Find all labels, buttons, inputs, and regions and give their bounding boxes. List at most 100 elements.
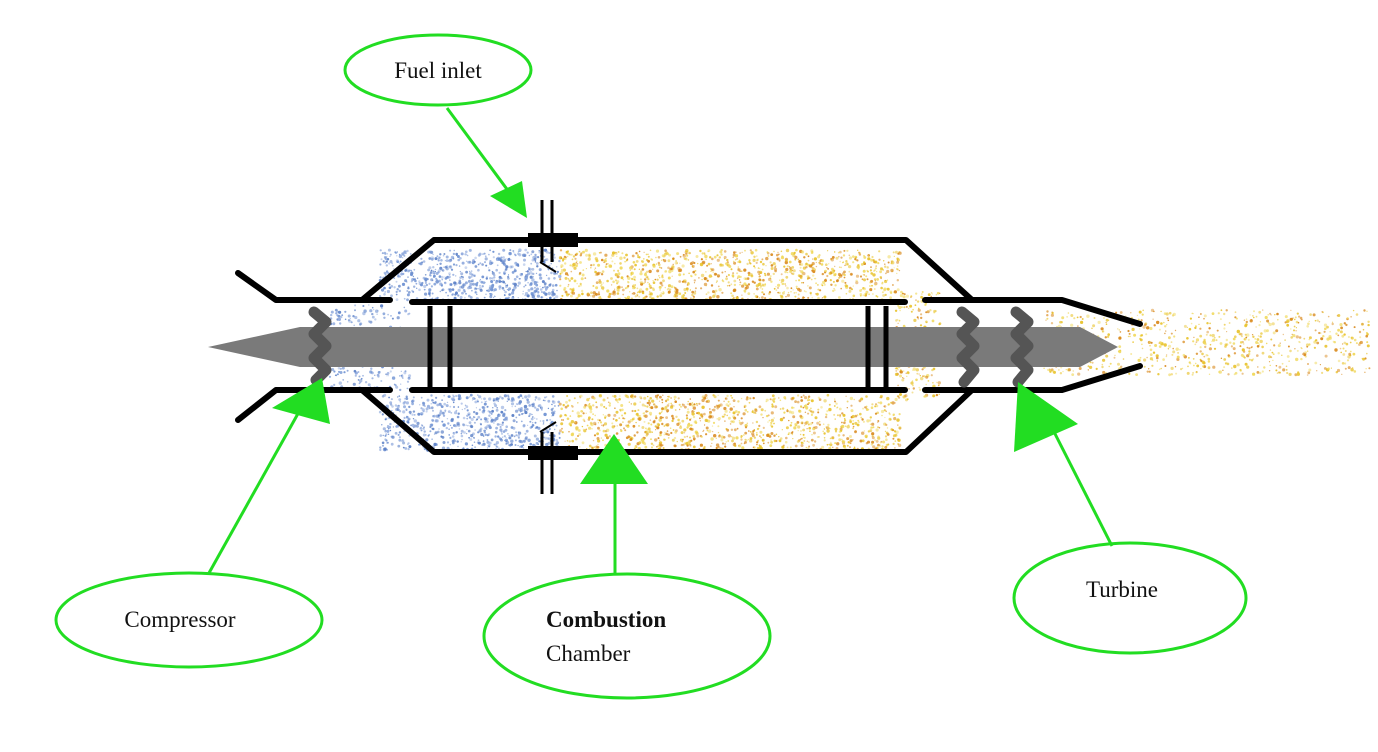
particle [735, 436, 739, 440]
particle [480, 280, 484, 284]
particle [514, 444, 517, 446]
particle [352, 382, 356, 386]
particle [805, 407, 809, 410]
particle [1339, 323, 1343, 327]
particle [1313, 340, 1317, 344]
particle [731, 294, 734, 298]
particle [872, 293, 874, 295]
particle [738, 279, 741, 281]
particle [1153, 324, 1156, 327]
particle [667, 276, 671, 280]
particle [579, 446, 581, 448]
particle [462, 278, 464, 280]
particle [1165, 355, 1168, 358]
particle [469, 424, 473, 428]
particle [504, 439, 506, 442]
particle [894, 309, 898, 312]
particle [925, 383, 927, 386]
particle [408, 377, 410, 379]
particle [931, 319, 935, 323]
particle [1154, 344, 1158, 347]
particle [726, 414, 728, 417]
particle [691, 404, 694, 407]
particle [1049, 370, 1052, 373]
combustion-chamber-label-line2: Chamber [546, 641, 631, 666]
particle [1211, 340, 1213, 342]
particle [1259, 321, 1261, 323]
particle [697, 262, 699, 265]
particle [475, 412, 479, 415]
particle [405, 408, 408, 411]
particle [484, 261, 486, 264]
particle [689, 418, 692, 421]
particle [720, 253, 723, 256]
particle [1246, 333, 1250, 337]
particle [818, 420, 821, 423]
particle [450, 417, 454, 421]
particle [457, 412, 460, 415]
particle [411, 399, 414, 403]
particle [514, 254, 517, 257]
particle [526, 251, 529, 254]
particle [902, 324, 906, 328]
particle [492, 250, 495, 253]
particle [938, 393, 940, 395]
particle [607, 295, 610, 299]
particle [1350, 368, 1354, 372]
particle [756, 441, 759, 444]
particle [681, 294, 684, 298]
particle [489, 293, 493, 296]
particle [1340, 326, 1343, 330]
particle [886, 433, 890, 436]
particle [1261, 351, 1265, 355]
particle [431, 427, 435, 431]
particle [810, 292, 812, 295]
particle [594, 292, 598, 296]
particle [418, 288, 421, 292]
particle [868, 293, 870, 296]
particle [542, 286, 544, 289]
particle [797, 293, 800, 296]
particle [456, 421, 460, 426]
particle [723, 258, 726, 260]
particle [666, 398, 670, 401]
particle [559, 278, 562, 281]
particle [662, 447, 665, 449]
particle [1050, 368, 1054, 371]
particle [599, 421, 603, 424]
particle [1366, 341, 1369, 344]
particle [936, 291, 940, 295]
particle [1168, 373, 1171, 377]
particle [559, 429, 562, 433]
particle [491, 283, 495, 287]
particle [589, 407, 593, 411]
particle [932, 394, 936, 398]
particle [444, 260, 446, 262]
particle [800, 405, 803, 408]
particle [1342, 353, 1346, 356]
particle [439, 409, 442, 412]
particle [635, 413, 639, 416]
particle [733, 261, 737, 265]
particle [1223, 323, 1226, 326]
particle [611, 422, 614, 425]
particle [898, 305, 902, 310]
particle [1180, 368, 1183, 371]
particle [434, 419, 438, 423]
particle [633, 268, 636, 271]
particle [655, 249, 660, 253]
particle [846, 400, 849, 403]
particle [789, 424, 792, 427]
particle [700, 258, 704, 261]
particle [635, 421, 637, 424]
particle [894, 417, 896, 419]
particle [687, 423, 691, 427]
particle [662, 291, 665, 295]
particle [423, 426, 425, 429]
particle [811, 421, 814, 424]
particle [595, 401, 598, 404]
particle [330, 313, 333, 317]
particle [758, 427, 760, 430]
particle [816, 421, 820, 425]
particle [1341, 373, 1343, 375]
